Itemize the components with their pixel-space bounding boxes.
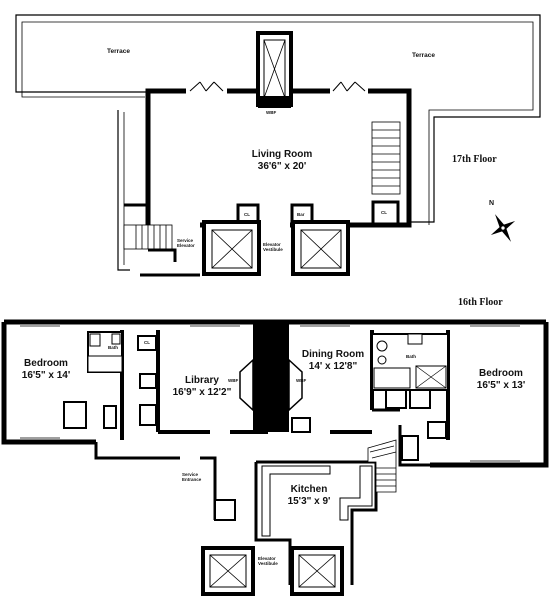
compass-rose [490,214,516,242]
living-room-label: Living Room 36'6" x 20' [232,149,332,173]
bathtub-left [87,355,123,373]
kitchen-counter-right [339,465,373,521]
closet-dining [291,417,311,433]
dining-room-label: Dining Room 14' x 12'8" [288,349,378,373]
closet-library-a [139,373,157,389]
chimney-mass [253,322,289,432]
dining-room-name: Dining Room [301,349,365,360]
door-swing [332,81,366,92]
bar-label: Bar [297,212,305,217]
terrace-inner-edge [21,21,534,225]
fireplace-library [239,358,254,412]
closet-hall-right [401,435,419,461]
bedroom-left-label: Bedroom 16'5" x 14' [6,358,86,382]
stair-lower [367,439,397,493]
closet-upper-right [371,200,400,226]
service-entrance-label: Service Entrance [182,472,202,482]
bedroom-right-label: Bedroom 16'5" x 13' [466,368,536,392]
sink-right [407,333,423,345]
toilet-left [111,333,121,345]
stair-upper-left [123,224,173,250]
dining-room-dims: 14' x 12'8" [308,361,358,372]
kitchen-label: Kitchen 15'3" x 9' [274,484,344,508]
fireplace-hearth [258,96,291,108]
library-dims: 16'9" x 12'2" [172,387,232,398]
closet-bath-left [137,335,157,351]
chimney-cross [263,39,286,99]
door-swing [189,81,224,92]
toilet-right-2 [377,355,387,365]
living-room-name: Living Room [251,149,313,160]
bedroom-right-name: Bedroom [479,368,523,379]
library-label: Library 16'9" x 12'2" [162,375,242,399]
bedroom-left-dims: 16'5" x 14' [21,370,71,381]
closet-service-lower [214,499,236,521]
bedroom-right-dims: 16'5" x 13' [476,380,526,391]
bathtub-right [373,367,411,389]
closet-corner-right [427,421,447,439]
elevator-cross [298,554,336,588]
terrace-left-label: Terrace [107,48,131,55]
service-hall-wall [148,248,177,262]
closet-upper-left-label: CL [244,212,250,217]
terrace-outline [15,14,541,223]
elevator-cross [211,229,253,269]
closet-bedroom-right-a [385,389,407,409]
upper-floor-plan [15,14,541,277]
elevator-vestibule-lower-label: Elevator Vestibule [258,556,278,566]
terrace-left-edge [117,110,130,271]
toilet-right [376,340,388,352]
upper-floor-label: 17th Floor [452,154,497,165]
shower-cross [415,365,447,389]
lower-floor-plan [1,319,549,596]
lower-floor-label: 16th Floor [458,297,503,308]
wbf-label-upper: WBF [266,110,277,115]
wbf-library-label: WBF [228,378,239,383]
library-name: Library [185,375,219,386]
service-elevator-label: Service Elevator [177,238,195,248]
elevator-cross [300,229,342,269]
wbf-dining-label: WBF [296,378,307,383]
closet-label: CL [144,340,150,345]
closet-library-b [139,404,157,426]
living-room-dims: 36'6" x 20' [257,161,307,172]
bath-right-label: Bath [406,354,416,359]
kitchen-name: Kitchen [290,484,328,495]
fireplace-dining [288,358,303,412]
closet-upper-right-label: CL [381,210,387,215]
kitchen-dims: 15'3" x 9' [287,496,331,507]
compass-north-label: N [489,200,495,207]
elevator-cross [209,554,247,588]
kitchen-counter [261,465,331,537]
terrace-right-label: Terrace [412,52,436,59]
sink-left [89,333,101,347]
bedroom-left-name: Bedroom [24,358,68,369]
closet-bedroom-left [63,401,87,429]
closet-bedroom-right-b [409,389,431,409]
vanity-left [103,405,117,429]
bath-left-label: Bath [108,345,118,350]
stair-upper-right [371,121,401,195]
elevator-vestibule-upper-label: Elevator Vestibule [263,242,283,252]
window-lines [20,325,520,462]
